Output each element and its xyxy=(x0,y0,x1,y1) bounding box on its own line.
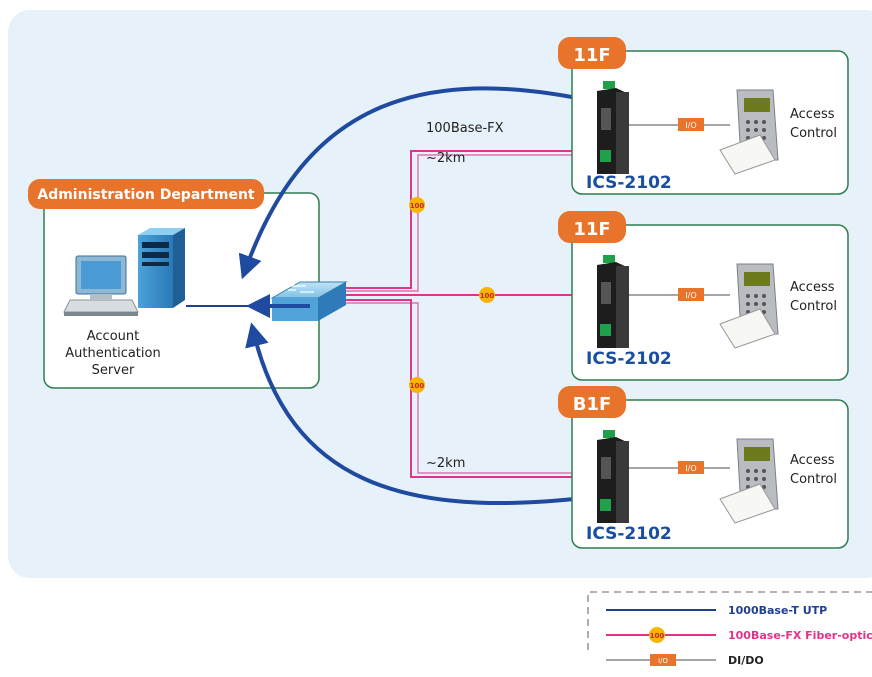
svg-text:100: 100 xyxy=(410,382,425,390)
io-box xyxy=(678,118,704,131)
ics-2102-device-icon xyxy=(597,81,629,174)
site-box-2: 11F I/O Access Control ICS-2102 xyxy=(558,211,849,381)
io-box xyxy=(678,288,704,301)
server-label-line1: Account xyxy=(87,329,140,344)
device-label-line2: Control xyxy=(790,126,837,141)
legend-fiber-marker: 100 xyxy=(650,632,665,640)
device-label-line1: Access xyxy=(790,453,835,468)
device-label-line1: Access xyxy=(790,107,835,122)
svg-text:100: 100 xyxy=(410,202,425,210)
server-label-line3: Server xyxy=(92,363,135,378)
ics-2102-device-icon xyxy=(597,255,629,348)
device-label-line2: Control xyxy=(790,472,837,487)
admin-title-tag xyxy=(28,179,264,209)
site-box-3: B1F I/O Access Control ICS-2102 xyxy=(558,386,849,549)
access-control-reader-icon xyxy=(719,263,779,349)
site-floor: 11F xyxy=(573,219,610,240)
site-floor-tag xyxy=(558,211,626,243)
legend-label-fiber: 100Base-FX Fiber-optic xyxy=(728,629,872,642)
io-box xyxy=(678,461,704,474)
legend-dido-marker: I/O xyxy=(658,657,668,665)
access-control-reader-icon xyxy=(719,438,779,524)
legend-item-dido: I/O DI/DO xyxy=(606,654,764,667)
legend-item-utp: 1000Base-T UTP xyxy=(606,604,827,617)
admin-department-box: Administration Department Account Authen… xyxy=(28,179,320,389)
site-floor: B1F xyxy=(573,394,612,415)
io-label: I/O xyxy=(685,121,696,130)
site-floor-tag xyxy=(558,386,626,418)
device-label-line2: Control xyxy=(790,299,837,314)
fiber-marker-middle: 100 xyxy=(479,287,495,303)
fiber-type-label: 100Base-FX xyxy=(426,121,504,136)
site-floor: 11F xyxy=(573,45,610,66)
desktop-pc-icon xyxy=(63,255,139,316)
device-label-line1: Access xyxy=(790,280,835,295)
distance-label-bottom: ~2km xyxy=(426,456,465,471)
svg-text:100: 100 xyxy=(480,292,495,300)
io-label: I/O xyxy=(685,291,696,300)
site-model: ICS-2102 xyxy=(586,173,672,193)
distance-label-top: ~2km xyxy=(426,151,465,166)
legend: 1000Base-T UTP 100 100Base-FX Fiber-opti… xyxy=(587,591,872,667)
site-model: ICS-2102 xyxy=(586,524,672,544)
fiber-marker-bottom: 100 xyxy=(409,377,425,393)
access-control-reader-icon xyxy=(719,89,779,175)
admin-title: Administration Department xyxy=(37,187,255,203)
site-model: ICS-2102 xyxy=(586,349,672,369)
legend-item-fiber: 100 100Base-FX Fiber-optic xyxy=(606,627,872,643)
legend-label-dido: DI/DO xyxy=(728,654,764,667)
tower-server-icon xyxy=(138,228,185,308)
network-switch-icon xyxy=(270,281,348,321)
site-floor-tag xyxy=(558,37,626,69)
legend-label-utp: 1000Base-T UTP xyxy=(728,604,827,617)
access-flow-arrows xyxy=(238,86,593,506)
io-label: I/O xyxy=(685,464,696,473)
server-label-line2: Authentication xyxy=(65,346,160,361)
fiber-marker-top: 100 xyxy=(409,197,425,213)
ics-2102-device-icon xyxy=(597,430,629,523)
site-box-1: 11F I/O Access Control ICS-2102 xyxy=(558,37,849,195)
